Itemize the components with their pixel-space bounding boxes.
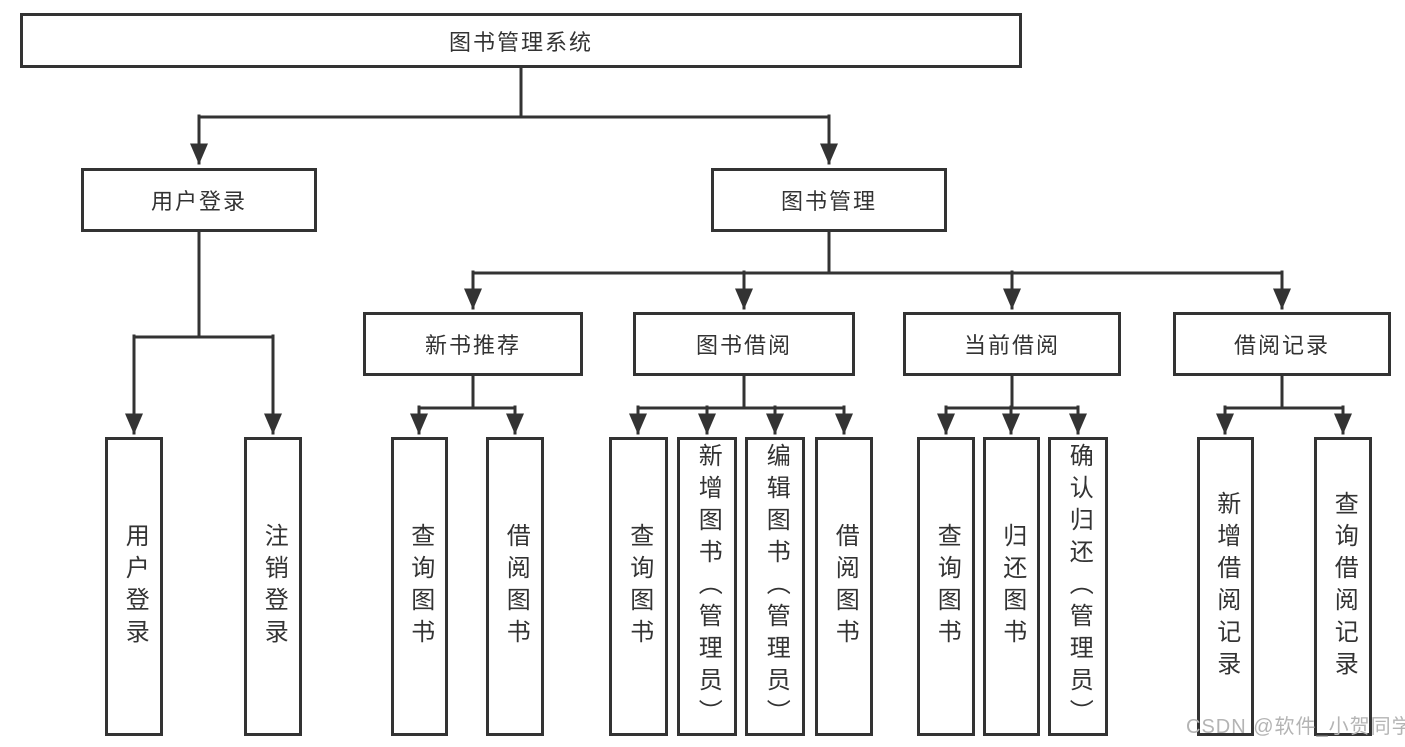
leaf-borrow-books-2-label: 借阅图书: [831, 522, 859, 651]
leaf-borrow-books-1: 借阅图书: [486, 437, 544, 736]
leaf-query-borrow-record: 查询借阅记录: [1314, 437, 1372, 736]
node-book-management: 图书管理: [711, 168, 947, 232]
leaf-add-books-admin-label: 新增图书（管理员）: [694, 442, 722, 731]
node-book-borrow: 图书借阅: [633, 312, 855, 376]
leaf-query-borrow-record-label: 查询借阅记录: [1330, 490, 1358, 683]
node-current-borrow: 当前借阅: [903, 312, 1121, 376]
csdn-watermark: CSDN @软件_小贺同学: [1186, 716, 1405, 738]
node-book-management-label: 图书管理: [780, 189, 877, 214]
leaf-query-books-3-label: 查询图书: [933, 522, 961, 651]
leaf-edit-books-admin: 编辑图书（管理员）: [745, 437, 805, 736]
leaf-borrow-books-1-label: 借阅图书: [502, 522, 530, 651]
leaf-query-books-3: 查询图书: [917, 437, 975, 736]
leaf-add-borrow-record-label: 新增借阅记录: [1212, 490, 1240, 683]
node-user-login-label: 用户登录: [150, 189, 247, 214]
leaf-user-login: 用户登录: [105, 437, 163, 736]
leaf-logout-label: 注销登录: [260, 522, 288, 651]
leaf-query-books-2-label: 查询图书: [625, 522, 653, 651]
node-new-book-recommend-label: 新书推荐: [424, 333, 521, 358]
leaf-query-books-2: 查询图书: [609, 437, 668, 736]
node-user-login: 用户登录: [81, 168, 317, 232]
leaf-add-borrow-record: 新增借阅记录: [1197, 437, 1254, 736]
node-root-label: 图书管理系统: [448, 29, 593, 55]
node-new-book-recommend: 新书推荐: [363, 312, 583, 376]
leaf-return-books: 归还图书: [983, 437, 1040, 736]
leaf-confirm-return-admin-label: 确认归还（管理员）: [1065, 442, 1093, 731]
leaf-query-books-1-label: 查询图书: [406, 522, 434, 651]
leaf-borrow-books-2: 借阅图书: [815, 437, 873, 736]
node-borrow-records-label: 借阅记录: [1233, 333, 1330, 358]
leaf-edit-books-admin-label: 编辑图书（管理员）: [762, 442, 790, 731]
leaf-query-books-1: 查询图书: [391, 437, 448, 736]
leaf-confirm-return-admin: 确认归还（管理员）: [1048, 437, 1108, 736]
leaf-add-books-admin: 新增图书（管理员）: [677, 437, 737, 736]
leaf-logout: 注销登录: [244, 437, 302, 736]
node-current-borrow-label: 当前借阅: [963, 333, 1060, 358]
node-book-borrow-label: 图书借阅: [695, 333, 792, 358]
node-borrow-records: 借阅记录: [1173, 312, 1391, 376]
leaf-return-books-label: 归还图书: [998, 522, 1026, 651]
node-root-system: 图书管理系统: [20, 13, 1022, 68]
leaf-user-login-label: 用户登录: [121, 522, 149, 651]
